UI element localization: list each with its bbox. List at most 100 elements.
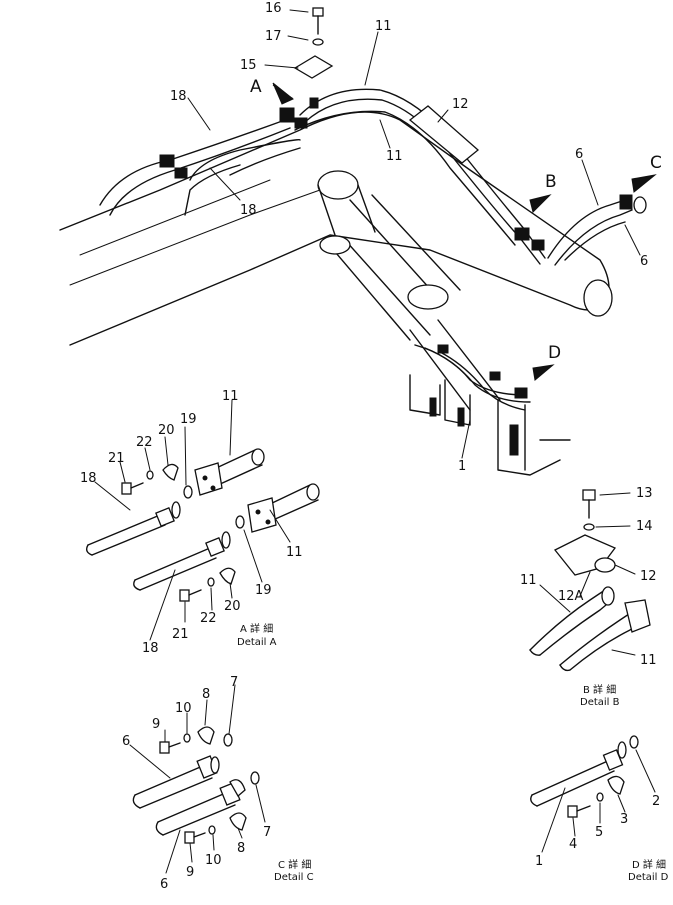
washer-22-lower bbox=[207, 577, 215, 587]
split-flange-20-upper bbox=[162, 463, 179, 481]
db-label-13: 13 bbox=[636, 486, 653, 501]
label-18-top: 18 bbox=[170, 89, 187, 104]
dc-label-8a: 8 bbox=[202, 687, 210, 702]
bolt-9-upper bbox=[159, 741, 170, 754]
washer-14 bbox=[583, 523, 595, 531]
hose-6-upper-detail bbox=[134, 764, 213, 809]
label-6-right: 6 bbox=[640, 254, 648, 269]
main-labels: 16 17 15 11 12 11 18 18 6 6 1 A B C D bbox=[170, 1, 662, 474]
db-label-11b: 11 bbox=[640, 653, 657, 668]
boom-end-boss bbox=[583, 279, 613, 317]
label-6-top: 6 bbox=[575, 147, 583, 162]
split-flange-8-upper bbox=[197, 726, 215, 745]
label-11-mid: 11 bbox=[386, 149, 403, 164]
detail-c-caption-jp: C 詳 細 bbox=[278, 858, 311, 871]
detail-a: 11 19 20 22 21 18 11 19 20 22 21 18 A 詳 … bbox=[80, 389, 320, 656]
bolt-21-lower bbox=[179, 589, 190, 602]
bolt-9-lower bbox=[184, 831, 195, 844]
label-17: 17 bbox=[265, 29, 282, 44]
da-label-20b: 20 bbox=[224, 599, 241, 614]
leader-lines-main bbox=[187, 9, 641, 459]
dc-label-7b: 7 bbox=[263, 825, 271, 840]
da-label-21b: 21 bbox=[172, 627, 189, 642]
label-1-main: 1 bbox=[458, 459, 466, 474]
hose-6-pair bbox=[547, 199, 633, 266]
bolt-16-head bbox=[312, 7, 324, 17]
da-label-22: 22 bbox=[136, 435, 153, 450]
o-ring-7-lower bbox=[250, 771, 260, 785]
boom-assembly bbox=[59, 7, 647, 476]
da-label-11b: 11 bbox=[286, 545, 303, 560]
detail-a-caption-jp: A 詳 細 bbox=[240, 622, 273, 635]
detail-b-caption-jp: B 詳 細 bbox=[583, 683, 616, 696]
fitting-c bbox=[619, 194, 633, 210]
da-label-22b: 22 bbox=[200, 611, 217, 626]
db-label-11a: 11 bbox=[520, 573, 537, 588]
dd-label-1: 1 bbox=[535, 854, 543, 869]
dc-label-10a: 10 bbox=[175, 701, 192, 716]
o-ring-7-upper bbox=[223, 733, 233, 747]
o-ring-19-upper bbox=[183, 485, 193, 499]
o-ring-19-lower bbox=[235, 515, 245, 529]
arrow-c bbox=[631, 174, 657, 193]
fitting-a-left bbox=[159, 154, 175, 168]
detail-d-caption-jp: D 詳 細 bbox=[632, 858, 666, 871]
hose-11-detail-left bbox=[529, 589, 613, 656]
dc-label-9b: 9 bbox=[186, 865, 194, 880]
dc-label-9a: 9 bbox=[152, 717, 160, 732]
flange-11-lower bbox=[247, 497, 277, 533]
detail-c: 7 8 10 9 6 7 8 10 9 6 C 詳 細 Detail C bbox=[122, 675, 314, 892]
da-label-11: 11 bbox=[222, 389, 239, 404]
washer-5 bbox=[596, 792, 604, 802]
db-label-14: 14 bbox=[636, 519, 653, 534]
da-label-21: 21 bbox=[108, 451, 125, 466]
da-label-19b: 19 bbox=[255, 583, 272, 598]
bolt-21-upper bbox=[121, 482, 132, 495]
bracket-d bbox=[409, 374, 571, 476]
label-15: 15 bbox=[240, 58, 257, 73]
dd-label-5: 5 bbox=[595, 825, 603, 840]
washer-22-upper bbox=[146, 470, 154, 480]
view-letter-a: A bbox=[250, 77, 262, 97]
da-label-20: 20 bbox=[158, 423, 175, 438]
washer-10-lower bbox=[208, 825, 216, 835]
dd-label-3: 3 bbox=[620, 812, 628, 827]
dc-label-7a: 7 bbox=[230, 675, 238, 690]
detail-c-caption-en: Detail C bbox=[274, 872, 314, 883]
bolt-13-head bbox=[582, 489, 596, 501]
dd-label-4: 4 bbox=[569, 837, 577, 852]
label-12: 12 bbox=[452, 97, 469, 112]
hose-11-detail-right bbox=[559, 609, 643, 671]
split-flange-20-lower bbox=[219, 567, 236, 585]
fitting-b bbox=[514, 227, 530, 241]
da-label-18b: 18 bbox=[142, 641, 159, 656]
dc-label-10b: 10 bbox=[205, 853, 222, 868]
detail-b: 13 14 12 12A 11 11 B 詳 細 Detail B bbox=[520, 486, 657, 708]
boom-cylinder bbox=[324, 194, 461, 341]
clamp-15 bbox=[293, 55, 334, 79]
bolt-4 bbox=[567, 805, 578, 818]
db-label-12: 12 bbox=[640, 569, 657, 584]
split-flange-3 bbox=[607, 775, 625, 795]
detail-b-caption-en: Detail B bbox=[580, 697, 620, 708]
da-label-18a: 18 bbox=[80, 471, 97, 486]
washer-17 bbox=[312, 38, 324, 46]
label-18-mid: 18 bbox=[240, 203, 257, 218]
fitting-a bbox=[279, 107, 295, 123]
label-11-top: 11 bbox=[375, 19, 392, 34]
flange-11-upper bbox=[194, 462, 223, 496]
dc-label-8b: 8 bbox=[237, 841, 245, 856]
view-letter-c: C bbox=[650, 153, 662, 173]
db-label-12a: 12A bbox=[558, 589, 584, 604]
split-flange-8-lower bbox=[229, 812, 247, 831]
hose-18-lower bbox=[134, 547, 217, 591]
arrow-d bbox=[532, 364, 555, 381]
label-16: 16 bbox=[265, 1, 282, 16]
hose-1-detail bbox=[531, 759, 615, 807]
boom-pin-boss bbox=[317, 170, 359, 200]
da-label-19: 19 bbox=[180, 412, 197, 427]
detail-d: 2 3 5 4 1 D 詳 細 Detail D bbox=[530, 735, 669, 883]
detail-d-caption-en: Detail D bbox=[628, 872, 669, 883]
